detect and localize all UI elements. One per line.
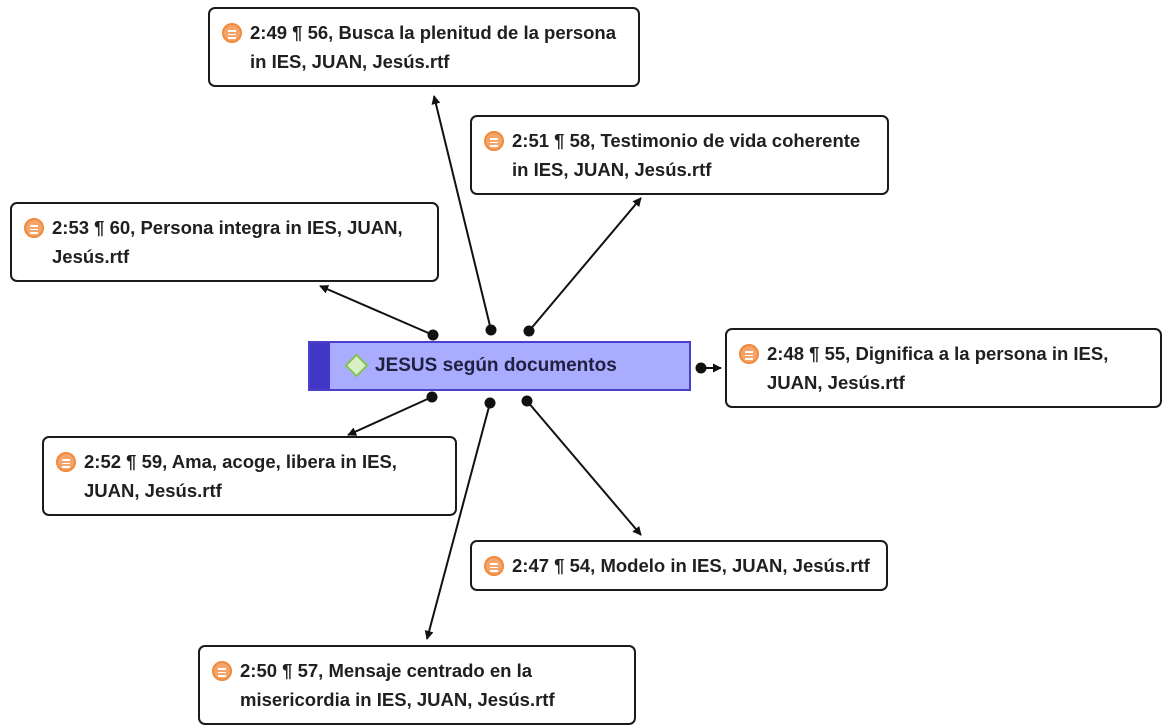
link-handle[interactable] <box>521 395 533 407</box>
link-handle[interactable] <box>485 324 497 336</box>
quotation-icon <box>56 452 76 472</box>
code-diamond-icon <box>344 353 369 378</box>
quotation-node[interactable]: 2:52 ¶ 59, Ama, acoge, libera in IES, JU… <box>42 436 457 516</box>
link-line[interactable] <box>424 402 491 640</box>
code-node-jesus[interactable]: JESUS según documentos <box>308 341 691 391</box>
quotation-node[interactable]: 2:50 ¶ 57, Mensaje centrado en la miseri… <box>198 645 636 725</box>
quotation-node[interactable]: 2:48 ¶ 55, Dignifica a la persona in IES… <box>725 328 1162 408</box>
link-handle[interactable] <box>427 329 439 341</box>
quotation-label: 2:48 ¶ 55, Dignifica a la persona in IES… <box>767 343 1109 393</box>
link-line[interactable] <box>528 197 642 332</box>
link-handle[interactable] <box>426 391 438 403</box>
quotation-node[interactable]: 2:51 ¶ 58, Testimonio de vida coherente … <box>470 115 889 195</box>
quotation-node[interactable]: 2:49 ¶ 56, Busca la plenitud de la perso… <box>208 7 640 87</box>
quotation-icon <box>222 23 242 43</box>
link-handle[interactable] <box>695 362 707 374</box>
quotation-label: 2:51 ¶ 58, Testimonio de vida coherente … <box>512 130 861 180</box>
quotation-icon <box>739 344 759 364</box>
code-node-label: JESUS según documentos <box>375 355 617 376</box>
quotation-label: 2:53 ¶ 60, Persona integra in IES, JUAN,… <box>52 217 403 267</box>
quotation-label: 2:50 ¶ 57, Mensaje centrado en la miseri… <box>240 660 555 710</box>
link-line[interactable] <box>526 400 642 536</box>
link-line[interactable] <box>347 396 433 436</box>
link-handle[interactable] <box>523 325 535 337</box>
quotation-label: 2:52 ¶ 59, Ama, acoge, libera in IES, JU… <box>84 451 397 501</box>
quotation-icon <box>484 556 504 576</box>
quotation-icon <box>24 218 44 238</box>
quotation-icon <box>212 661 232 681</box>
link-handle[interactable] <box>484 397 496 409</box>
quotation-node[interactable]: 2:47 ¶ 54, Modelo in IES, JUAN, Jesús.rt… <box>470 540 888 591</box>
quotation-node[interactable]: 2:53 ¶ 60, Persona integra in IES, JUAN,… <box>10 202 439 282</box>
quotation-label: 2:47 ¶ 54, Modelo in IES, JUAN, Jesús.rt… <box>512 555 870 576</box>
quotation-label: 2:49 ¶ 56, Busca la plenitud de la perso… <box>250 22 617 72</box>
code-node-color-bar <box>310 343 330 389</box>
quotation-icon <box>484 131 504 151</box>
link-line[interactable] <box>319 285 434 336</box>
link-line[interactable] <box>431 95 492 331</box>
